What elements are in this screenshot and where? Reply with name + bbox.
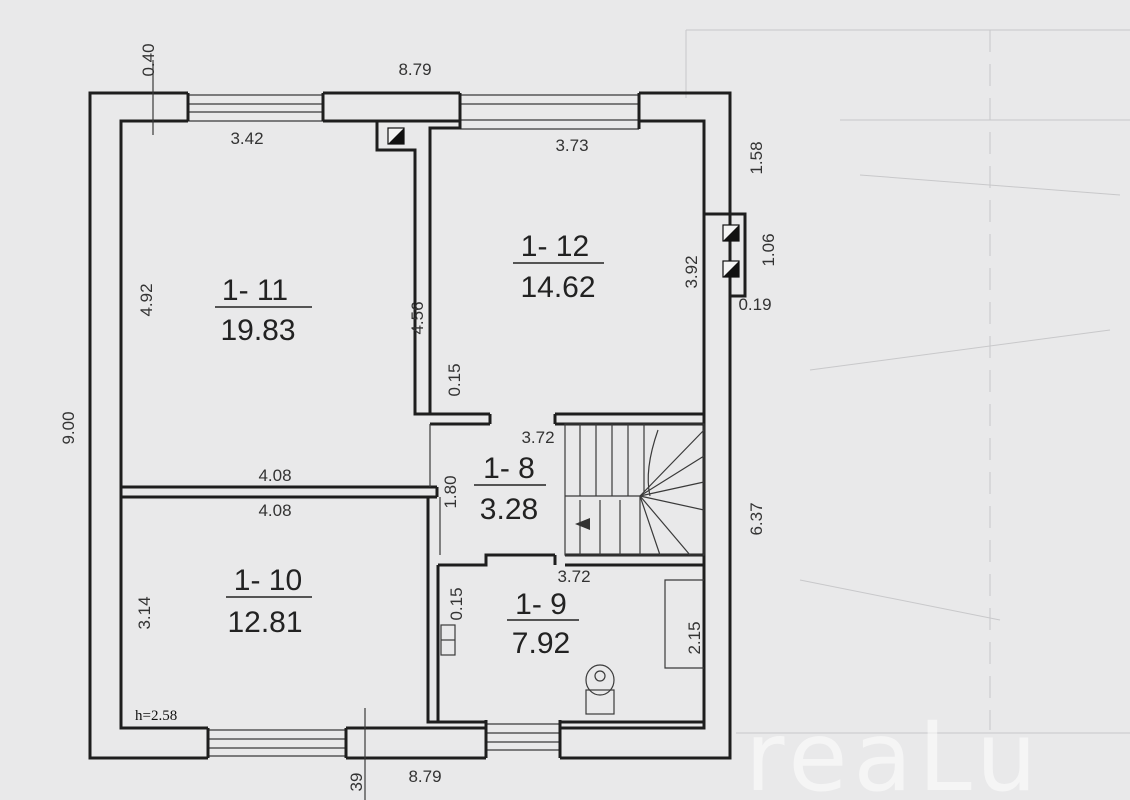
dim-bottom-total: 8.79: [408, 767, 441, 786]
door-marks: [429, 424, 441, 555]
staircase: [564, 423, 705, 556]
dim-right-lower: 6.37: [747, 502, 766, 535]
bath-outline: [664, 579, 704, 669]
room-1-8: 1- 8 3.28: [474, 452, 546, 526]
dim-r12-wall: 0.15: [445, 363, 464, 396]
top-window-left: [186, 88, 325, 127]
dim-right-mid: 1.06: [759, 233, 778, 266]
ventilation-duct-icon: [722, 260, 740, 278]
dimension-labels: 8.79 8.79 3.42 3.73 4.08 4.08 3.72 3.72 …: [59, 43, 778, 791]
room-number: 1- 8: [483, 452, 535, 485]
room-area: 7.92: [512, 627, 570, 660]
room-area: 14.62: [520, 271, 595, 304]
dim-r11-partition: 4.56: [408, 301, 427, 334]
ventilation-duct-icon: [387, 127, 405, 145]
dim-r9-top: 3.72: [557, 567, 590, 586]
dim-r12-width: 3.73: [555, 136, 588, 155]
dim-r10-height: 3.14: [135, 596, 154, 629]
ceiling-height: h=2.58: [135, 708, 177, 724]
dimension-ticks: [152, 60, 366, 800]
sink-icon: [440, 624, 456, 656]
dim-r9-height: 2.15: [685, 621, 704, 654]
room-number: 1- 10: [234, 564, 302, 597]
bottom-window-left: [206, 724, 348, 763]
dim-r12-height: 3.92: [682, 255, 701, 288]
dim-left-total: 9.00: [59, 411, 78, 444]
background-lines: [685, 29, 1130, 734]
dim-r10-top: 4.08: [258, 501, 291, 520]
room-1-9: 1- 9 7.92: [507, 588, 579, 660]
room-number: 1- 11: [222, 274, 288, 307]
dim-hall-height: 1.80: [441, 475, 460, 508]
dim-hall-top: 3.72: [521, 428, 554, 447]
room-1-12: 1- 12 14.62: [513, 230, 604, 304]
top-window-right: [458, 88, 641, 130]
room-number: 1- 12: [521, 230, 589, 263]
dim-right-small: 0.19: [738, 295, 771, 314]
dim-r11-bottom: 4.08: [258, 466, 291, 485]
room-area: 19.83: [220, 314, 295, 347]
toilet-icon: [585, 664, 615, 715]
dim-r9-wall: 0.15: [447, 587, 466, 620]
partition-walls: [121, 119, 747, 724]
dim-r11-width: 3.42: [230, 129, 263, 148]
room-1-11: 1- 11 19.83: [215, 274, 312, 347]
watermark-logo: reaLu: [745, 701, 1043, 800]
bottom-window-right: [484, 718, 562, 763]
room-area: 3.28: [480, 493, 538, 526]
room-1-10: 1- 10 12.81: [226, 564, 312, 639]
dim-top-total: 8.79: [398, 60, 431, 79]
dim-top-wall: 0.40: [139, 43, 158, 76]
ventilation-duct-icon: [722, 224, 740, 242]
watermark-text: reaLu: [745, 701, 1043, 800]
room-area: 12.81: [227, 606, 302, 639]
dim-bottom-wall: 39: [347, 773, 366, 792]
dim-r11-height: 4.92: [137, 283, 156, 316]
dim-right-upper: 1.58: [747, 141, 766, 174]
room-number: 1- 9: [515, 588, 567, 621]
